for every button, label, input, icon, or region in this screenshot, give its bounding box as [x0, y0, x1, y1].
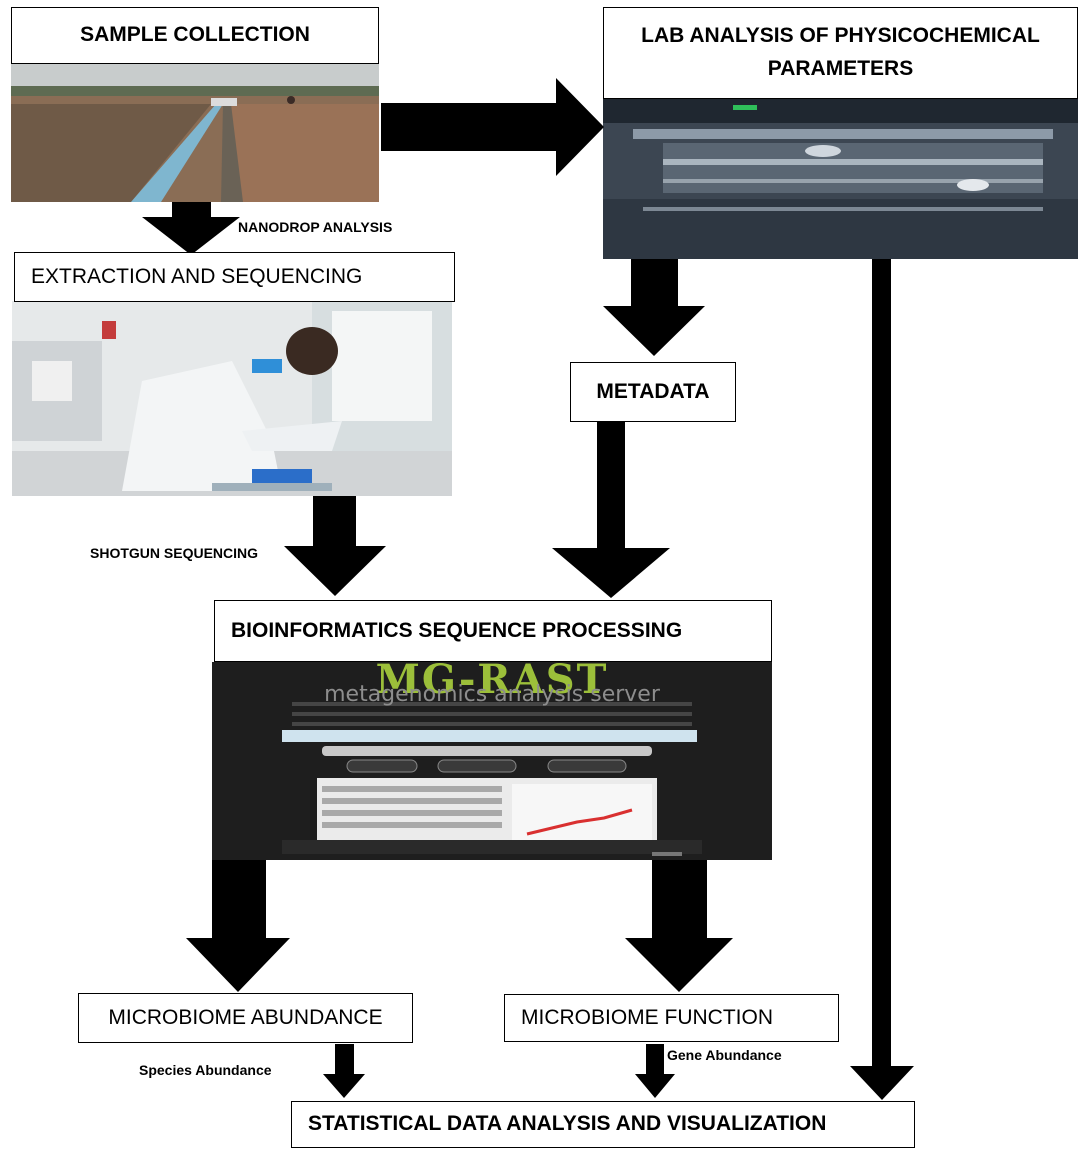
lab-analysis-box: LAB ANALYSIS OF PHYSICOCHEMICAL PARAMETE…	[603, 7, 1078, 99]
arrow-sample-to-lab	[381, 78, 604, 176]
extraction-sequencing-label: EXTRACTION AND SEQUENCING	[31, 264, 363, 288]
extraction-sequencing-box: EXTRACTION AND SEQUENCING	[14, 252, 455, 302]
arrow-sample-to-extraction	[142, 202, 240, 255]
sample-collection-label: SAMPLE COLLECTION	[80, 23, 310, 47]
arrow-bioinformatics-to-abundance	[186, 860, 290, 992]
microbiome-abundance-label: MICROBIOME ABUNDANCE	[108, 1005, 383, 1029]
microbiome-function-box: MICROBIOME FUNCTION	[504, 994, 839, 1042]
shotgun-sequencing-label: SHOTGUN SEQUENCING	[90, 545, 259, 561]
arrow-bioinformatics-to-function	[625, 860, 733, 992]
bioinformatics-label: BIOINFORMATICS SEQUENCE PROCESSING	[231, 618, 683, 642]
lab-analysis-label: LAB ANALYSIS OF PHYSICOCHEMICAL PARAMETE…	[641, 24, 1040, 80]
arrow-extraction-to-bioinformatics	[284, 496, 386, 596]
gene-abundance-label: Gene Abundance	[667, 1047, 782, 1063]
microbiome-abundance-box: MICROBIOME ABUNDANCE	[78, 993, 413, 1043]
mg-rast-screenshot: MG-RAST metagenomics analysis server	[212, 662, 772, 860]
arrow-metadata-to-bioinformatics	[552, 422, 670, 598]
lab-instrument-photo	[603, 99, 1078, 259]
lab-worker-photo	[12, 301, 452, 496]
mg-rast-subtitle: metagenomics analysis server	[324, 682, 660, 707]
sample-collection-box: SAMPLE COLLECTION	[11, 7, 379, 64]
sample-site-photo	[11, 64, 379, 202]
metadata-label: METADATA	[596, 379, 710, 403]
species-abundance-label: Species Abundance	[139, 1062, 272, 1078]
arrow-lab-to-statistical	[850, 259, 914, 1100]
statistical-analysis-box: STATISTICAL DATA ANALYSIS AND VISUALIZAT…	[291, 1101, 915, 1148]
bioinformatics-box: BIOINFORMATICS SEQUENCE PROCESSING	[214, 600, 772, 662]
nanodrop-analysis-label: NANODROP ANALYSIS	[238, 219, 393, 235]
arrow-abundance-to-statistical	[323, 1044, 365, 1098]
mg-rast-logo: MG-RAST	[375, 662, 609, 703]
metadata-box: METADATA	[570, 362, 736, 422]
arrow-lab-to-metadata	[603, 259, 705, 356]
microbiome-function-label: MICROBIOME FUNCTION	[521, 1005, 773, 1029]
statistical-analysis-label: STATISTICAL DATA ANALYSIS AND VISUALIZAT…	[308, 1112, 827, 1136]
arrow-function-to-statistical	[635, 1044, 675, 1098]
